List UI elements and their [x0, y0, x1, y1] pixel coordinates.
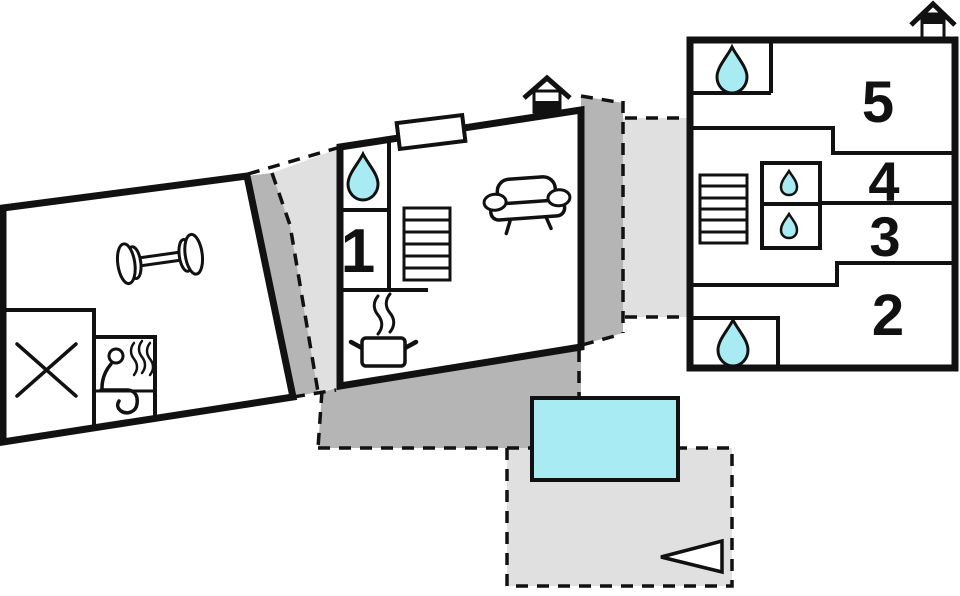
dumbbell-icon	[115, 232, 205, 286]
water-drop-icon	[716, 316, 750, 368]
water-drop-icon	[715, 43, 749, 95]
terrace-dark-between-left-buildings	[247, 173, 318, 397]
terrace-dark-right-of-middle-building	[581, 96, 623, 345]
sauna-person-head	[107, 347, 125, 365]
left-building	[0, 172, 298, 447]
dashed-line	[581, 332, 623, 347]
sofa-seat	[489, 198, 567, 222]
dashed-line	[316, 390, 324, 449]
sauna-person-body	[99, 362, 139, 415]
cross-box-icon	[3, 308, 96, 430]
shower-drop-icon	[779, 168, 799, 197]
arrow-icon	[660, 538, 724, 575]
house-roof	[522, 74, 572, 100]
stairs-icon	[698, 173, 749, 245]
stairs-icon	[402, 206, 452, 282]
right-building: 5 4 3 2	[686, 36, 959, 372]
dashed-line	[580, 94, 624, 105]
window-icon	[394, 112, 468, 152]
sofa-armrest	[546, 188, 572, 208]
window-rect	[394, 112, 468, 152]
sauna-heat-waves	[129, 339, 155, 377]
bathroom-bottom-wall	[693, 316, 780, 365]
house-body-fill	[922, 14, 944, 24]
chimney-house-icon	[909, 0, 957, 40]
cooking-pot-icon	[348, 292, 419, 368]
cross-mark	[15, 342, 78, 398]
cross-box-walls	[3, 308, 96, 430]
pot-body	[360, 336, 407, 368]
sofa-icon	[482, 175, 572, 236]
shower-rooms	[760, 161, 822, 250]
room-label-5: 5	[862, 70, 894, 135]
terrace-dark-below-middle-building	[318, 348, 581, 448]
sauna-walls	[95, 335, 157, 419]
pot-steam	[372, 292, 396, 336]
dumbbell-disc	[183, 232, 205, 276]
house-body-fill	[534, 101, 560, 112]
stairs-steps	[404, 218, 450, 270]
dumbbell-disc	[115, 242, 137, 286]
middle-building: 1	[336, 105, 585, 391]
bedroom5-wall	[693, 126, 952, 155]
terrace-light-before-right-building	[623, 118, 690, 317]
sofa-armrest	[482, 192, 508, 212]
room-label-4: 4	[868, 150, 899, 213]
dashed-line	[247, 146, 338, 176]
room-label-2: 2	[872, 283, 904, 348]
room-label-3: 3	[869, 205, 900, 268]
dashed-line	[292, 388, 337, 399]
sauna-icon	[95, 335, 157, 419]
dashed-terrace-outline	[505, 448, 734, 588]
house-roof	[909, 0, 957, 27]
room-label-1: 1	[341, 217, 375, 286]
pot-handles	[348, 339, 419, 351]
stairs-steps	[700, 184, 747, 234]
pool-icon	[530, 396, 680, 482]
water-drop-icon	[346, 150, 380, 202]
shower-drop-icon	[779, 211, 799, 240]
bedroom3-wall	[693, 261, 952, 287]
left-building-walls	[0, 172, 298, 447]
terrace-light-between-left-buildings	[272, 148, 340, 392]
chimney-house-icon	[522, 74, 572, 114]
